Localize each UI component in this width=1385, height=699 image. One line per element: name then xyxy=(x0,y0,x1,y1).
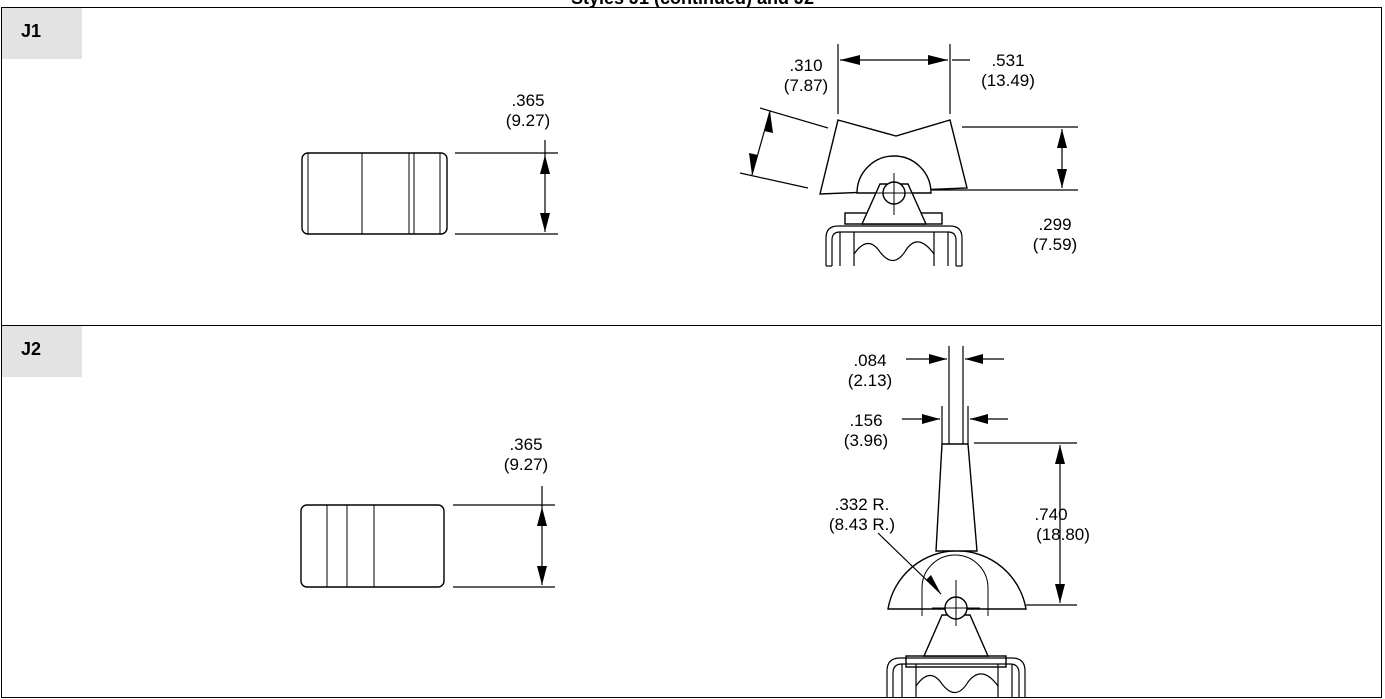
j2-height-dim-mm: (18.80) xyxy=(1036,525,1090,544)
page-title: Styles J1 (continued) and J2 xyxy=(0,0,1385,8)
j2-base-dim-mm: (3.96) xyxy=(844,431,888,450)
j2-base-dim-in: .156 xyxy=(849,411,882,430)
j1-drawing: .365 (9.27) xyxy=(301,44,1078,267)
j2-drawing: .365 (9.27) xyxy=(300,346,1090,697)
j2-radius-mm: (8.43 R.) xyxy=(829,515,895,534)
j2-end-dim-in: .365 xyxy=(509,435,542,454)
j1-angle-dim-mm: (7.87) xyxy=(784,76,828,95)
j1-height-dim-mm: (7.59) xyxy=(1033,235,1077,254)
j2-end-dim-mm: (9.27) xyxy=(504,455,548,474)
j1-end-dim-in: .365 xyxy=(511,91,544,110)
j2-frame-clip xyxy=(886,657,1026,697)
j1-end-dim-mm: (9.27) xyxy=(506,111,550,130)
j2-toggle-lever xyxy=(935,443,978,552)
j1-housing xyxy=(839,232,949,266)
page-header: Styles J1 (continued) and J2 xyxy=(0,0,1385,8)
j1-width-dim-mm: (13.49) xyxy=(981,71,1035,90)
j1-end-view-body xyxy=(301,152,448,235)
j1-height-dim-in: .299 xyxy=(1038,215,1071,234)
j1-width-dim-in: .531 xyxy=(991,51,1024,70)
style-tag-j1: J1 xyxy=(2,8,82,59)
j2-housing xyxy=(901,664,1013,697)
j1-end-view: .365 (9.27) xyxy=(301,91,558,235)
j2-tip-dim-mm: (2.13) xyxy=(848,371,892,390)
j1-angle-dim-in: .310 xyxy=(789,56,822,75)
panel-j1: J1 .365 (9.27) xyxy=(1,7,1382,326)
j2-end-view-body xyxy=(300,504,445,588)
j2-end-view: .365 (9.27) xyxy=(300,435,555,588)
j2-radius-in: .332 R. xyxy=(835,495,890,514)
j1-side-view: .531 (13.49) .310 (7.87) .299 (7.59) xyxy=(739,44,1078,267)
panel-j2: J2 .365 (9.27) xyxy=(1,325,1382,698)
j2-side-view: .084 (2.13) .156 (3.96) .332 R. (8.43 R.… xyxy=(829,346,1090,697)
j2-tip-dim-in: .084 xyxy=(853,351,886,370)
j2-height-dim-in: .740 xyxy=(1034,505,1067,524)
j2-bracket xyxy=(922,614,990,657)
j1-frame-clip xyxy=(825,225,963,266)
style-tag-j2: J2 xyxy=(2,326,82,377)
